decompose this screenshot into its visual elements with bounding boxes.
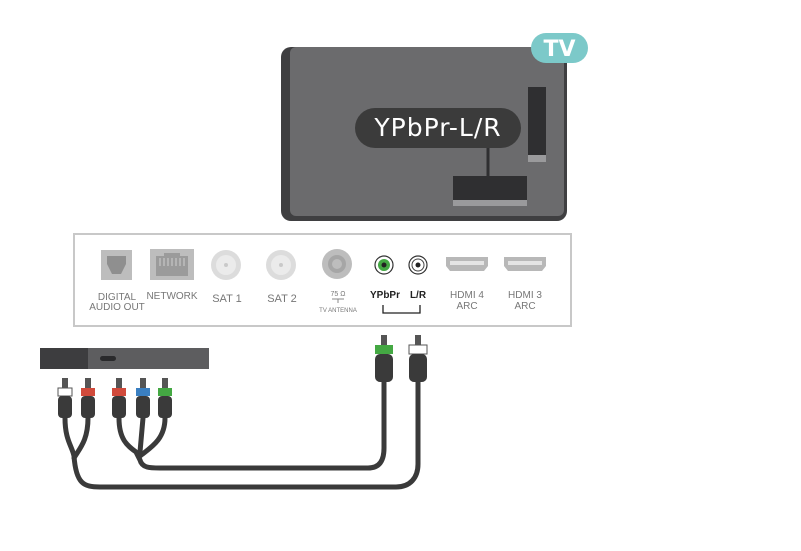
hdmi4-port: HDMI 4 ARC (446, 257, 488, 312)
lr-label: L/R (410, 290, 427, 301)
device-plug-white (57, 378, 73, 418)
hdmi3-label-1: HDMI 3 (508, 290, 542, 301)
hdmi4-label-2: ARC (456, 301, 477, 312)
callout-label: YPbPr-L/R (373, 113, 501, 142)
device-plug-blue-pb (136, 378, 150, 418)
device-plug-green-y (158, 378, 172, 418)
digital-audio-out-port: DIGITAL AUDIO OUT (89, 250, 145, 313)
tv-badge: TV (531, 33, 588, 63)
antenna-ohm-label: 75 Ω (331, 291, 346, 298)
tv-plugs (375, 335, 428, 382)
ypbpr-label: YPbPr (370, 290, 400, 301)
sat1-label: SAT 1 (212, 293, 242, 305)
callout-bubble: YPbPr-L/R (355, 108, 521, 148)
ypbpr-lr-bracket (382, 305, 421, 314)
cables (62, 375, 421, 490)
hdmi3-label-2: ARC (514, 301, 535, 312)
sat2-port: SAT 2 (266, 250, 297, 305)
hdmi3-port: HDMI 3 ARC (504, 257, 546, 312)
device-plugs (57, 378, 172, 418)
connector-panel: DIGITAL AUDIO OUT NETWORK SAT 1 (73, 233, 572, 327)
network-label: NETWORK (146, 291, 197, 302)
ypbpr-port: YPbPr (370, 255, 400, 301)
device-plug-red-pr (112, 378, 126, 418)
tv-plug-green (375, 335, 393, 382)
tv-antenna-port: 75 Ω TV ANTENNA (319, 249, 357, 314)
digital-audio-out-label-1: DIGITAL (98, 292, 137, 303)
sat2-label: SAT 2 (267, 293, 297, 305)
network-port: NETWORK (146, 249, 198, 302)
device-plug-red-audio (81, 378, 95, 418)
hdmi4-label-1: HDMI 4 (450, 290, 484, 301)
tv-badge-label: TV (543, 37, 575, 62)
tv-plug-white (408, 335, 428, 382)
external-device (40, 348, 209, 369)
antenna-name-label: TV ANTENNA (319, 308, 357, 314)
sat1-port: SAT 1 (211, 250, 242, 305)
lr-port: L/R (408, 255, 428, 301)
digital-audio-out-label-2: AUDIO OUT (89, 302, 145, 313)
